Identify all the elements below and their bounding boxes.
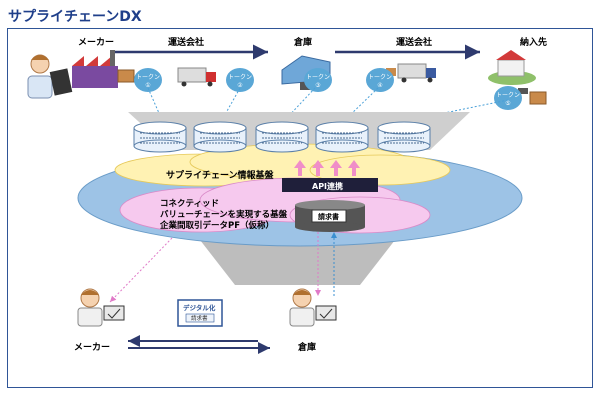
api-bar (282, 178, 378, 192)
top-warehouse-label: 倉庫 (293, 36, 312, 48)
diagram-frame (7, 28, 593, 388)
digital-label: デジタル化 (183, 303, 216, 312)
info-base-label: サプライチェーン情報基盤 (166, 169, 275, 181)
data-store-cylinder-icon (315, 121, 369, 153)
destination-store-icon (488, 50, 547, 105)
top-maker-label: メーカー (78, 37, 114, 48)
token-label: トークン (496, 92, 520, 99)
top-destination-label: 納入先 (520, 36, 547, 48)
data-store-cylinder-icon (377, 121, 431, 153)
data-store-cylinder-icon (255, 121, 309, 153)
page-title: サプライチェーンDX (8, 9, 142, 25)
token-number: ① (145, 82, 150, 89)
invoice-database-icon (295, 200, 365, 232)
maker-person-icon (27, 54, 73, 99)
package-icon (117, 69, 135, 83)
factory-icon (72, 50, 118, 88)
token-label: トークン (136, 74, 160, 81)
token-label: トークン (368, 74, 392, 81)
truck-icon (386, 63, 436, 83)
pink-dotted-link (109, 237, 173, 303)
token-label: トークン (228, 74, 252, 81)
token-number: ② (237, 82, 243, 89)
bottom-warehouse-label: 倉庫 (297, 341, 316, 353)
bottom-maker-label: メーカー (74, 342, 110, 353)
api-up-arrows (294, 160, 360, 176)
token-number: ③ (315, 82, 320, 89)
token-number: ④ (377, 82, 382, 89)
funnel-bottom (200, 240, 395, 285)
connected-line1: コネクティッド (160, 198, 219, 209)
connected-line2: バリューチェーンを実現する基盤 (160, 209, 288, 220)
top-transport2-label: 運送会社 (396, 36, 432, 48)
connected-line3: 企業間取引データPF（仮称） (159, 220, 274, 231)
top-transport1-label: 運送会社 (168, 36, 204, 48)
warehouse-user-icon (289, 288, 337, 327)
truck-icon (177, 67, 216, 87)
maker-user-icon (77, 288, 125, 327)
invoice-db-label: 請求書 (318, 212, 339, 221)
token-number: ⑤ (505, 100, 510, 107)
api-label: API連携 (312, 181, 343, 191)
data-store-cylinder-icon (133, 121, 187, 153)
digital-doc-label: 請求書 (191, 314, 208, 322)
token-label: トークン (306, 74, 330, 81)
data-store-cylinder-icon (193, 121, 247, 153)
